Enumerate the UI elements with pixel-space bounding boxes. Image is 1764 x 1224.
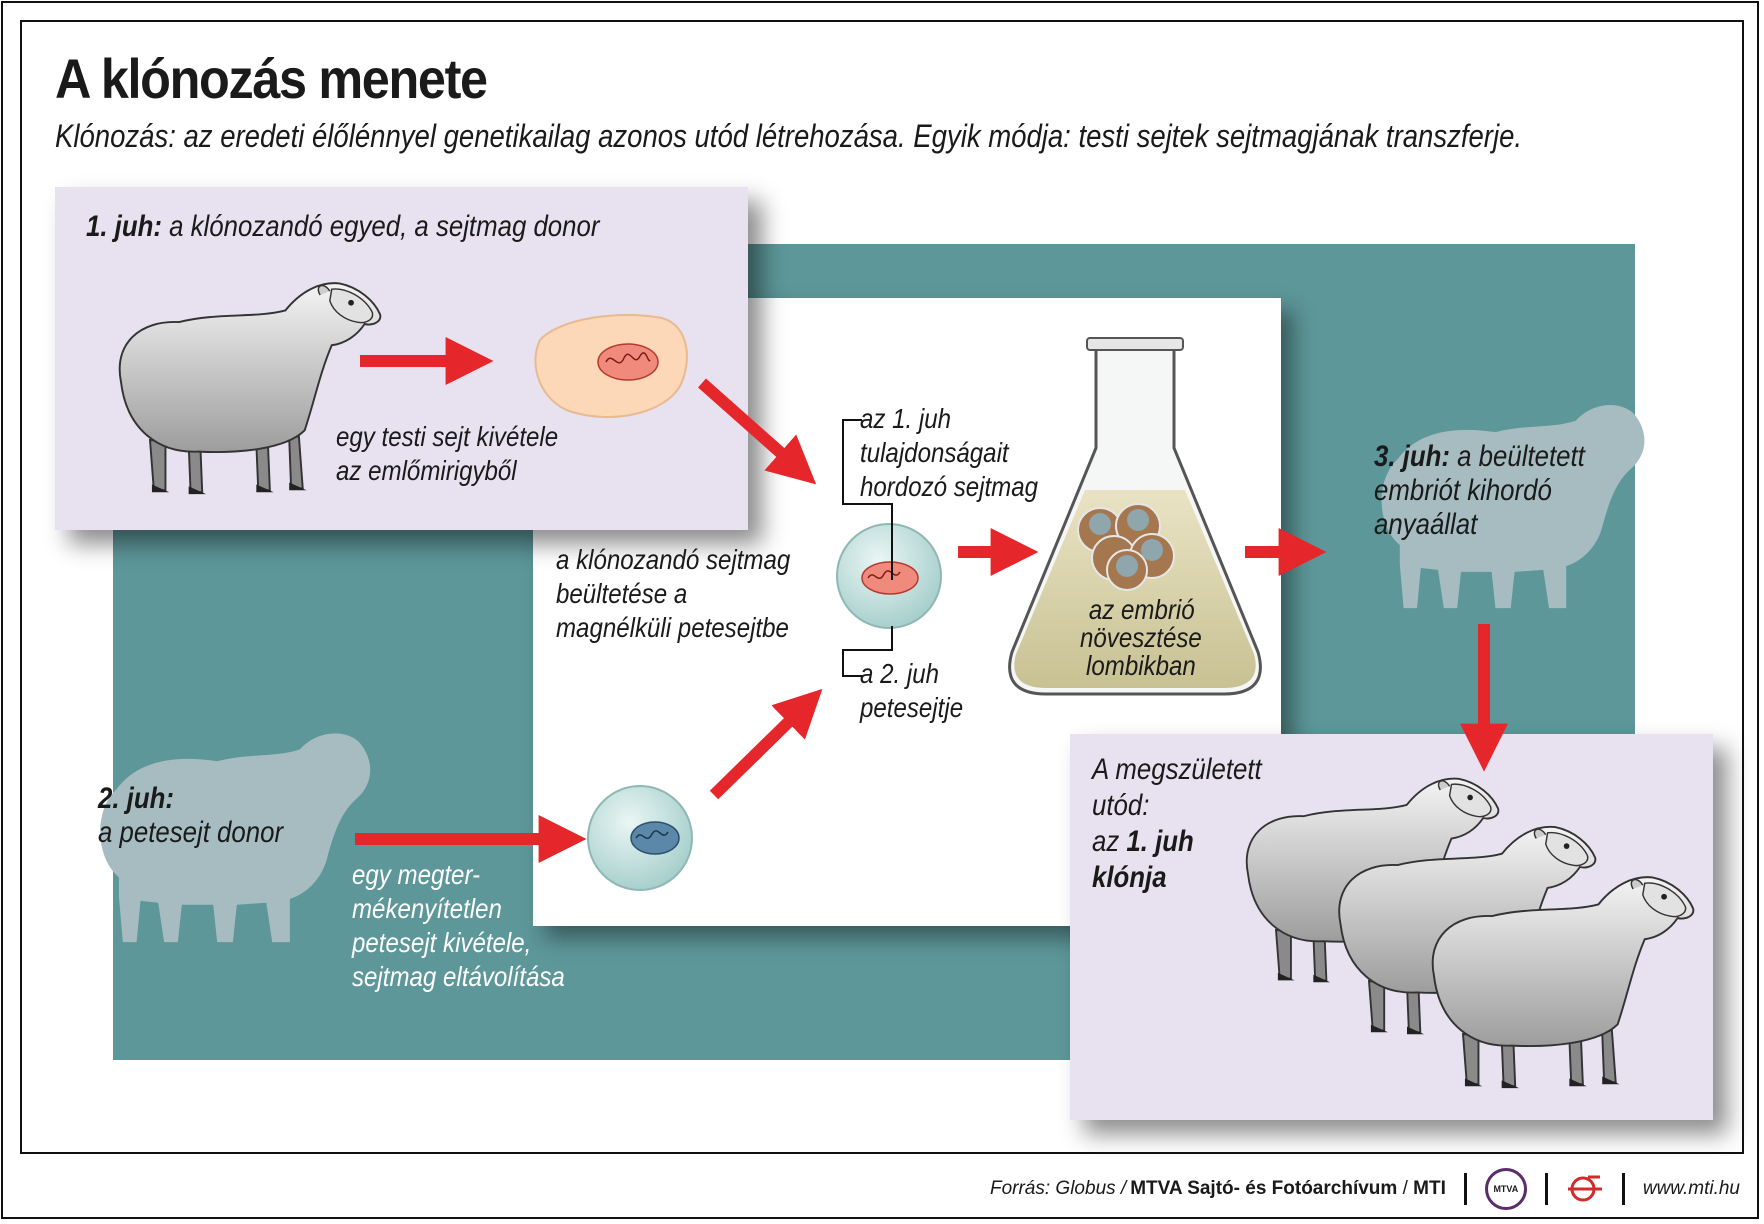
footer: Forrás: Globus / MTVA Sajtó- és Fotóarch…	[989, 1168, 1740, 1210]
mti-logo-icon	[1566, 1174, 1604, 1204]
combined-cell-nucleus	[861, 561, 919, 595]
footer-url[interactable]: www.mti.hu	[1642, 1178, 1740, 1199]
transfer-line2: beültetése a	[556, 578, 688, 609]
flask-label: az embrió növesztése lombikban	[1080, 596, 1202, 680]
egg-note-connector	[842, 626, 893, 677]
footer-separator	[1463, 1173, 1467, 1205]
page-title: A klónozás menete	[55, 47, 488, 110]
egg-note-line1: a 2. juh	[860, 658, 939, 689]
sheep-3-line2: embriót kihordó	[1374, 474, 1552, 507]
footer-source-mid: /	[1397, 1178, 1414, 1199]
nucleus-note: az 1. juh tulajdonságait hordozó sejtmag	[860, 402, 1038, 504]
nucleus-note-line3: hordozó sejtmag	[860, 471, 1039, 502]
footer-source-bold: MTVA Sajtó- és Fotóarchívum	[1130, 1178, 1398, 1199]
sheep-2-label-text: a petesejt donor	[98, 816, 284, 849]
arrow-egg-to-transfer	[709, 688, 823, 800]
transfer-line1: a klónozandó sejtmag	[556, 544, 791, 575]
sheep-3-line3: anyaállat	[1374, 508, 1478, 541]
flask-line3: lombikban	[1086, 650, 1196, 681]
page-subtitle: Klónozás: az eredeti élőlénnyel genetika…	[55, 118, 1523, 154]
step1-line2: az emlőmirigyből	[336, 455, 517, 486]
offspring-line1: A megszületett	[1092, 753, 1262, 786]
offspring-line3-pre: az	[1092, 825, 1127, 858]
footer-source-bold2: MTI	[1413, 1178, 1446, 1199]
egg-note-line2: petesejtje	[860, 692, 964, 723]
footer-source-prefix: Forrás: Globus /	[989, 1178, 1127, 1199]
flask-line2: növesztése	[1080, 622, 1202, 653]
flask-illustration	[1008, 337, 1262, 696]
step2-line3: petesejt kivétele,	[352, 927, 532, 958]
step1-label: egy testi sejt kivétele az emlőmirigyből	[336, 420, 558, 488]
nucleus-note-line1: az 1. juh	[860, 403, 952, 434]
sheep-1-label: 1. juh: a klónozandó egyed, a sejtmag do…	[86, 210, 599, 244]
offspring-line3-bold: 1. juh	[1126, 825, 1194, 858]
step1-line1: egy testi sejt kivétele	[336, 421, 559, 452]
sheep-3-label-bold: 3. juh:	[1374, 440, 1450, 473]
transfer-label: a klónozandó sejtmag beültetése a magnél…	[556, 543, 790, 645]
step2-line1: egy megter-	[352, 859, 481, 890]
sheep-1-label-text: a klónozandó egyed, a sejtmag donor	[161, 210, 600, 243]
nucleus-note-connector	[842, 419, 893, 580]
sheep-3-label: 3. juh: a beültetett embriót kihordó any…	[1374, 440, 1585, 542]
step2-label: egy megter- mékenyítetlen petesejt kivét…	[352, 858, 565, 994]
somatic-cell-nucleus	[597, 343, 659, 381]
egg-note: a 2. juh petesejtje	[860, 657, 963, 725]
inner-frame	[20, 20, 1744, 1154]
sheep-3-line1: a beültetett	[1449, 440, 1585, 473]
step2-line2: mékenyítetlen	[352, 893, 502, 924]
mtva-logo: MTVA	[1484, 1168, 1527, 1210]
footer-separator	[1544, 1173, 1548, 1205]
nucleus-note-line2: tulajdonságait	[860, 437, 1009, 468]
sheep-2-label-bold: 2. juh:	[98, 782, 174, 815]
step2-line4: sejtmag eltávolítása	[352, 961, 565, 992]
egg-cell-nucleus	[630, 821, 680, 855]
footer-separator	[1621, 1173, 1625, 1205]
arrow-cell-to-transfer	[698, 378, 817, 485]
offspring-line4-bold: klónja	[1092, 861, 1167, 894]
offspring-line2: utód:	[1092, 789, 1150, 822]
sheep-2-label: 2. juh: a petesejt donor	[98, 782, 283, 850]
offspring-label: A megszületett utód: az 1. juh klónja	[1092, 752, 1262, 896]
transfer-line3: magnélküli petesejtbe	[556, 612, 789, 643]
flask-line1: az embrió	[1088, 594, 1195, 625]
sheep-1-label-bold: 1. juh:	[86, 210, 162, 243]
